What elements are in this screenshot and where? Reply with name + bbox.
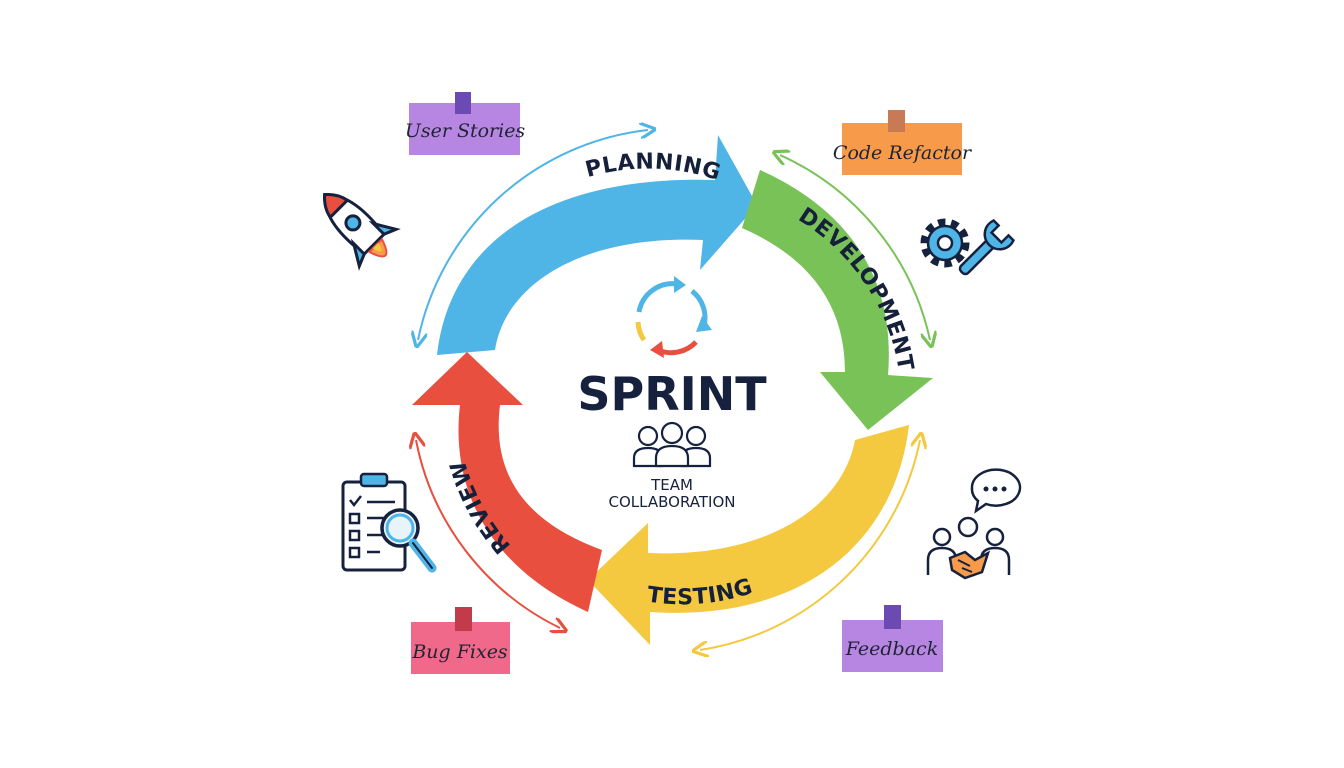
outer-arc-green bbox=[780, 155, 930, 340]
stage-label-planning: PLANNING bbox=[583, 150, 724, 186]
review-arrow bbox=[412, 352, 602, 612]
svg-text:Bug Fixes: Bug Fixes bbox=[411, 641, 508, 663]
outer-arc-red bbox=[416, 440, 560, 628]
sticky-note-user-stories: User Stories bbox=[405, 92, 526, 155]
testing-arrow bbox=[588, 425, 909, 645]
development-arrow bbox=[742, 170, 933, 430]
svg-text:User Stories: User Stories bbox=[405, 120, 526, 142]
cycle-arrows-icon bbox=[635, 276, 712, 358]
sticky-note-feedback: Feedback bbox=[842, 605, 943, 672]
team-subtitle-line1: TEAM bbox=[650, 476, 693, 494]
checklist-magnifier-icon bbox=[341, 472, 437, 573]
planning-arrow bbox=[437, 135, 757, 355]
outer-arc-yellow bbox=[700, 440, 920, 650]
sticky-note-code-refactor: Code Refactor bbox=[833, 110, 973, 175]
team-people-icon bbox=[632, 421, 712, 468]
svg-text:Code Refactor: Code Refactor bbox=[833, 142, 973, 164]
svg-text:Feedback: Feedback bbox=[845, 638, 938, 660]
gear-wrench-icon bbox=[920, 218, 1015, 276]
outer-arc-blue bbox=[418, 130, 648, 340]
sticky-note-bug-fixes: Bug Fixes bbox=[411, 607, 510, 674]
rocket-icon bbox=[323, 193, 401, 271]
team-handshake-icon bbox=[926, 468, 1022, 580]
team-subtitle-line2: COLLABORATION bbox=[609, 493, 736, 511]
sprint-title: SPRINT bbox=[577, 367, 767, 421]
